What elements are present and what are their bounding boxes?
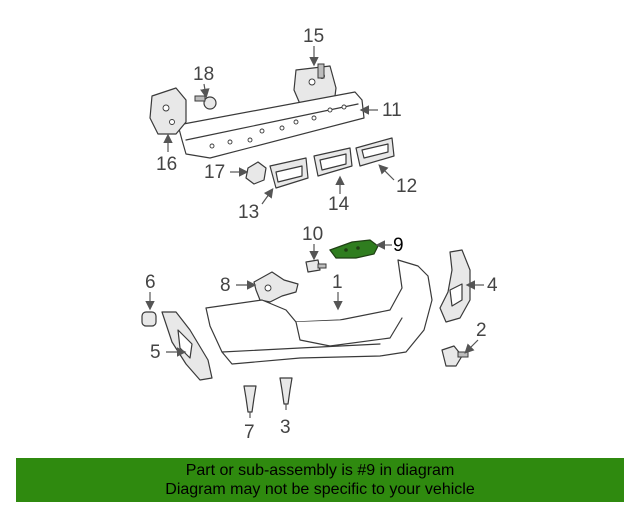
callout-18: 18 (193, 64, 214, 85)
callout-9: 9 (393, 235, 404, 256)
callout-labels: 1 2 3 4 5 6 7 8 9 10 11 12 13 14 15 16 1… (145, 26, 498, 443)
part-14-bracket (313, 147, 353, 177)
info-banner: Part or sub-assembly is #9 in diagram Di… (16, 458, 624, 502)
callout-10: 10 (302, 224, 323, 245)
part-4-side-bracket (439, 249, 471, 323)
callout-4: 4 (487, 275, 498, 296)
callout-15: 15 (303, 26, 324, 47)
part-6-grommet (141, 311, 157, 327)
part-7-clip (243, 385, 257, 413)
callout-8: 8 (220, 275, 231, 296)
callout-1: 1 (332, 272, 343, 293)
callout-5: 5 (150, 342, 161, 363)
part-3-clip (279, 377, 293, 405)
callout-17: 17 (204, 162, 225, 183)
callout-13: 13 (238, 202, 259, 223)
parts-diagram: 1 2 3 4 5 6 7 8 9 10 11 12 13 14 15 16 1… (141, 26, 498, 443)
part-18-bolt (194, 95, 217, 110)
leader-lines (145, 46, 484, 418)
banner-line-part-number: Part or sub-assembly is #9 in diagram (185, 462, 455, 479)
callout-16: 16 (156, 154, 177, 175)
part-11-reinforcement-beam (177, 91, 365, 159)
part-12-bracket (355, 137, 395, 167)
part-9-bracket-highlighted (329, 239, 379, 259)
part-1-bumper-cover (205, 259, 433, 365)
part-8-retainer (253, 271, 299, 303)
part-5-side-bracket (161, 311, 213, 381)
part-10-clip (305, 259, 327, 273)
callout-14: 14 (328, 194, 350, 215)
callout-3: 3 (280, 417, 291, 438)
part-13-bracket (269, 157, 309, 189)
part-2-bolt (441, 345, 469, 367)
callout-6: 6 (145, 272, 156, 293)
callout-7: 7 (244, 422, 255, 443)
part-16-bracket (149, 87, 187, 135)
part-17-clip (245, 161, 267, 185)
callout-12: 12 (396, 176, 417, 197)
callout-2: 2 (476, 320, 487, 341)
banner-line-disclaimer: Diagram may not be specific to your vehi… (165, 481, 475, 498)
callout-11: 11 (382, 100, 402, 121)
